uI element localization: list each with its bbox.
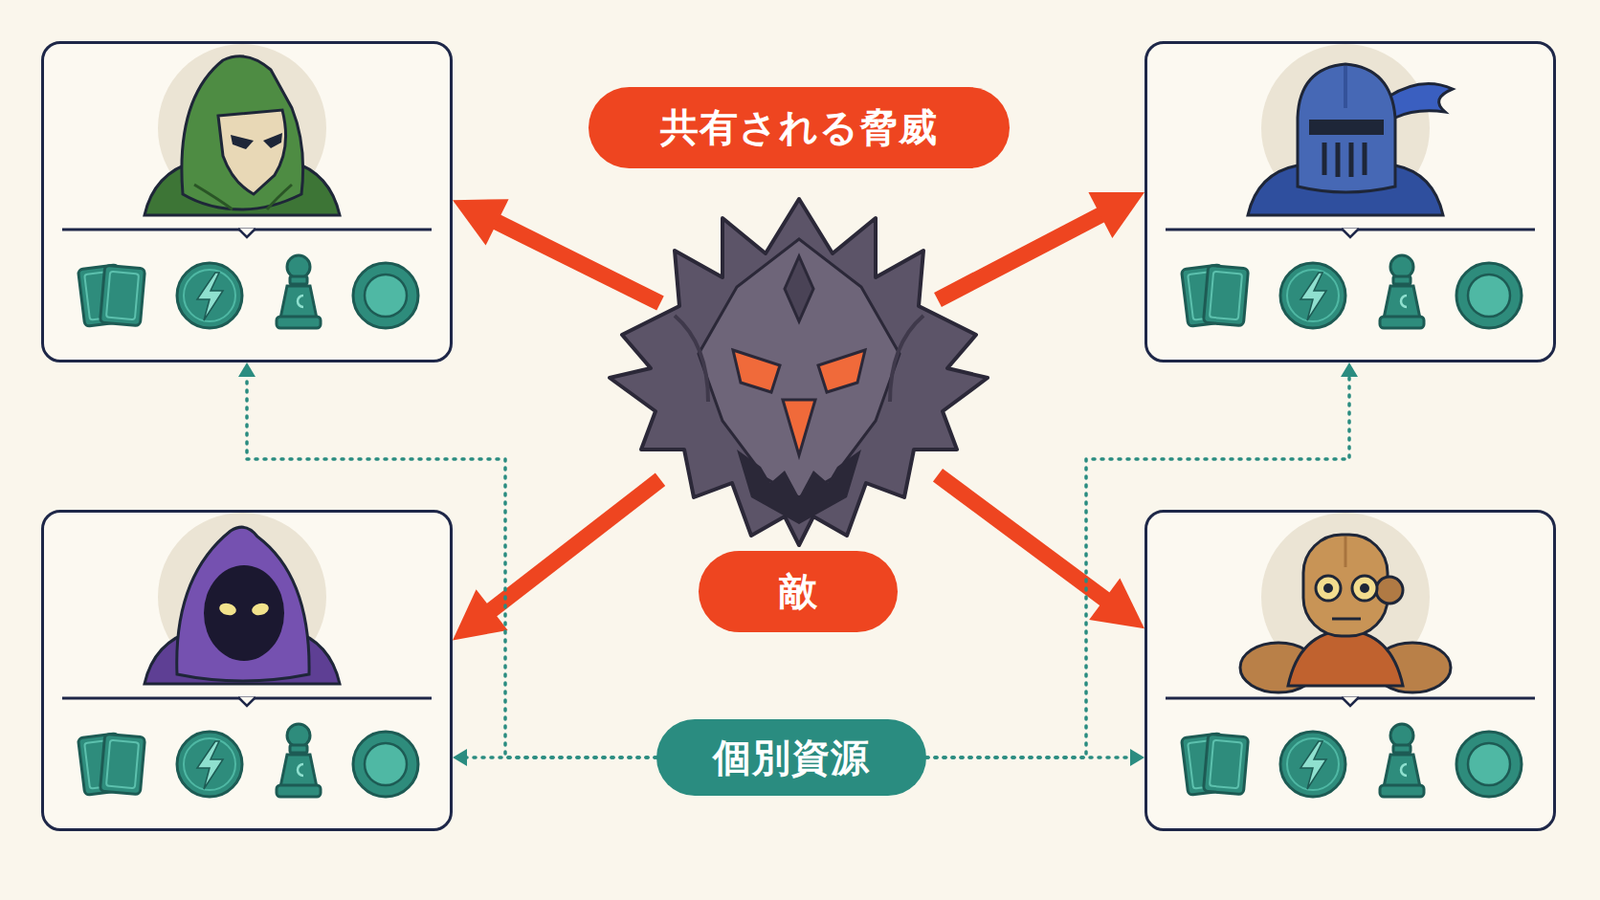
arrow-head	[452, 199, 510, 245]
resource-icons	[62, 228, 432, 329]
threat-arrow	[937, 192, 1145, 300]
resource-icons	[1165, 697, 1535, 798]
node-label: 共有される脅威	[660, 101, 938, 155]
node-label: 個別資源	[712, 732, 870, 785]
resource-link	[452, 749, 657, 767]
threat-arrow	[452, 199, 661, 304]
threat-arrow	[452, 479, 661, 641]
resource-icons	[62, 697, 432, 798]
node-label: 敵	[778, 565, 819, 619]
enemy-node: 敵	[660, 239, 938, 633]
arrow-head	[452, 589, 509, 641]
knight-avatar	[1247, 44, 1453, 216]
purple-hood-avatar	[144, 512, 340, 685]
arrow-head	[238, 362, 256, 378]
connector-line	[937, 475, 1107, 601]
arrow-head	[1088, 578, 1145, 630]
arrow-head	[452, 749, 467, 767]
label-pill: 敵	[698, 551, 898, 633]
arrow-head	[1088, 192, 1145, 239]
connector-line	[490, 479, 661, 611]
arrow-head	[1130, 749, 1145, 767]
threat-arrow	[937, 475, 1145, 630]
connector-line	[926, 755, 1133, 760]
green-hood-avatar	[144, 44, 340, 216]
connector-line	[465, 755, 657, 760]
robot-avatar	[1240, 512, 1451, 693]
connector-line	[495, 221, 661, 304]
threat-pill: 共有される脅威	[588, 87, 1010, 169]
arrow-head	[1340, 362, 1358, 378]
connector-line	[937, 214, 1103, 300]
monster-illustration	[609, 199, 988, 546]
resource-pill: 個別資源	[656, 719, 927, 797]
resource-link	[926, 749, 1145, 767]
resource-icons	[1165, 228, 1535, 329]
